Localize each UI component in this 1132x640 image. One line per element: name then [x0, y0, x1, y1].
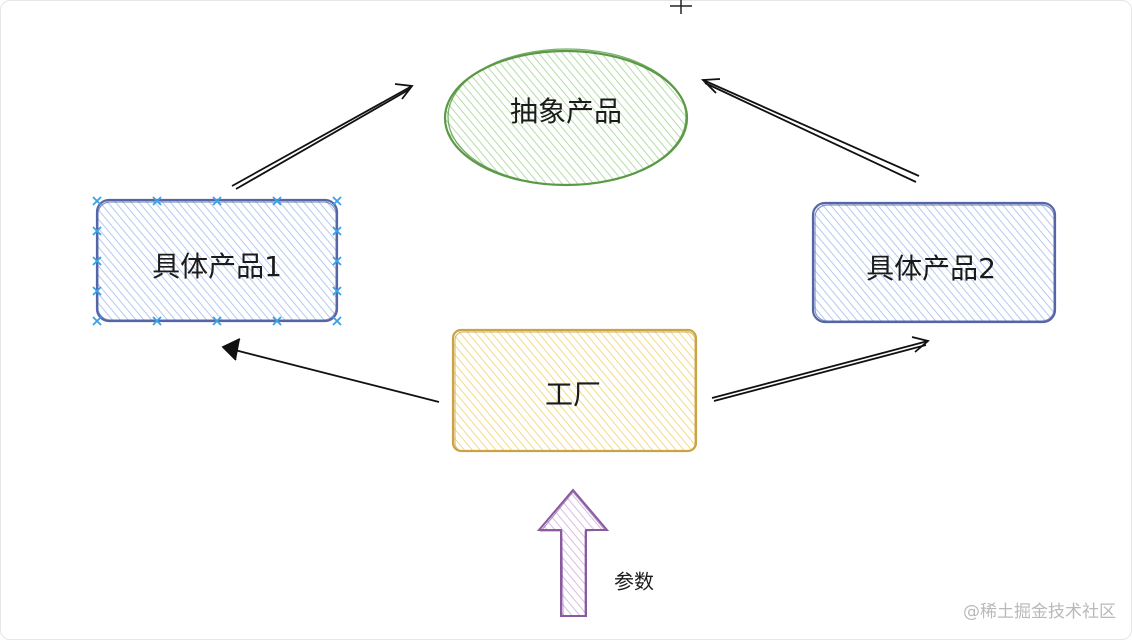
- abstract-product-node[interactable]: [443, 48, 689, 187]
- arrow-factory-to-product1[interactable]: [221, 338, 440, 403]
- arrow-product2-to-abstract[interactable]: [700, 78, 920, 183]
- arrow-factory-to-product2[interactable]: [711, 336, 930, 402]
- selection-handles[interactable]: [92, 196, 342, 326]
- concrete-product-1-node[interactable]: [95, 198, 339, 323]
- arrow-product1-to-abstract[interactable]: [231, 83, 414, 190]
- concrete-product-2-node[interactable]: [811, 201, 1057, 324]
- params-arrow-shape[interactable]: [536, 488, 610, 617]
- factory-node[interactable]: [451, 328, 698, 453]
- watermark-text: @稀土掘金技术社区: [963, 602, 1116, 622]
- crosshair-cursor-icon: [670, 0, 692, 14]
